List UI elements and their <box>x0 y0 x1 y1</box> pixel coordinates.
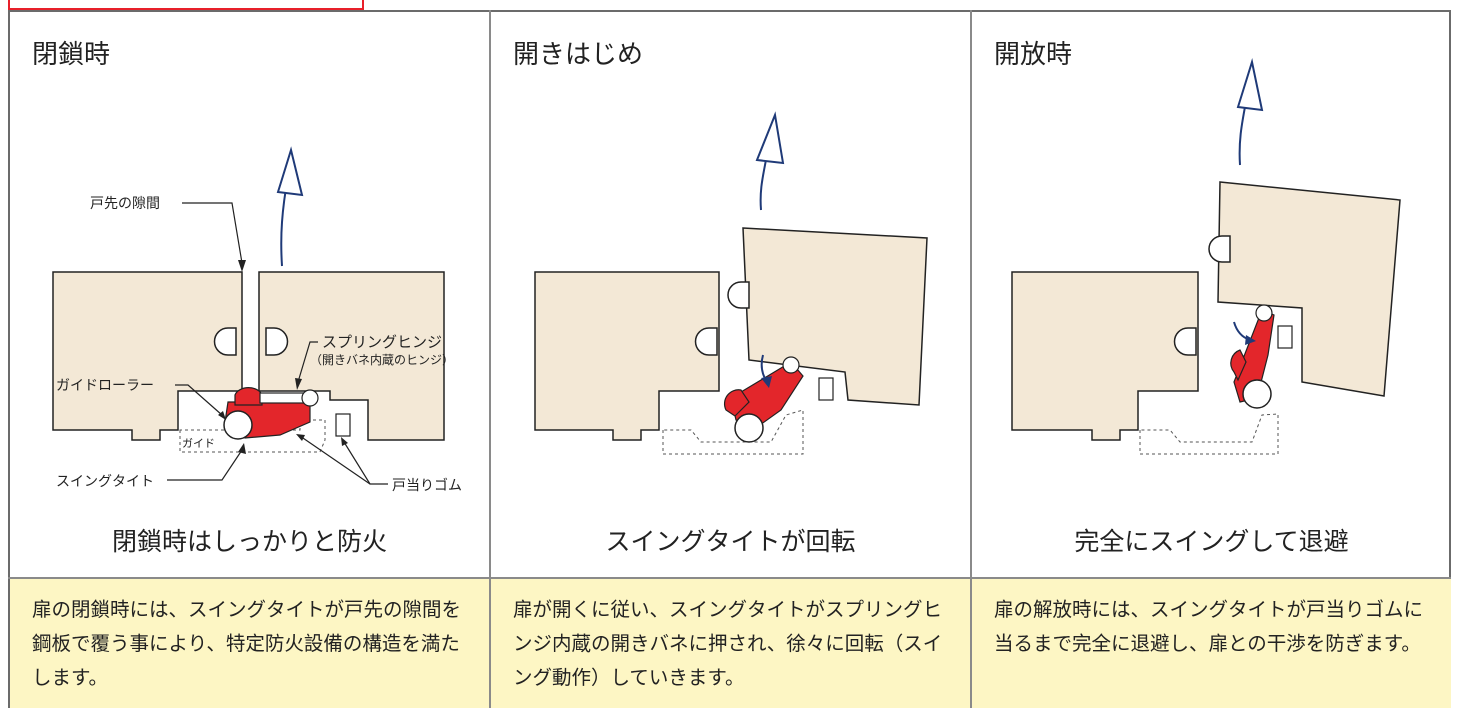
left-frame <box>52 271 243 441</box>
panel-divider <box>970 10 972 708</box>
guide-outline <box>179 419 326 453</box>
panel-caption: 完全にスイングして退避 <box>1074 527 1349 556</box>
hinge-knob-icon <box>265 327 289 356</box>
panel-opening: 開きはじめ スイングタイトが回転 扉が開くに従い、スイングタイトがスプリングヒン… <box>491 10 970 708</box>
opening-state-diagram <box>534 111 928 455</box>
hinge-knob-icon <box>213 327 237 356</box>
door-stop-rubber <box>818 377 834 401</box>
guide-roller-icon <box>734 413 764 443</box>
hinge-knob-icon <box>1208 235 1231 263</box>
hinge-knob-icon <box>727 281 750 309</box>
panel-heading: 閉鎖時 <box>32 40 111 70</box>
label-spring-hinge-note: （開きバネ内蔵のヒンジ） <box>310 353 454 367</box>
label-door-stop: 戸当りゴム <box>392 477 462 494</box>
panel-caption: 閉鎖時はしっかりと防火 <box>111 527 387 556</box>
open-door <box>1217 181 1401 397</box>
panel-divider <box>489 10 491 708</box>
label-gap: 戸先の隙間 <box>90 196 160 212</box>
hinge-knob-icon <box>694 327 718 356</box>
door-stop-rubber <box>335 413 351 437</box>
guide-roller-icon <box>1242 379 1272 409</box>
guide-roller-icon <box>223 410 253 440</box>
right-door <box>258 271 445 441</box>
panel-caption: スイングタイトが回転 <box>605 527 856 556</box>
open-state-diagram <box>1011 58 1401 455</box>
header-accent-tab <box>8 0 364 10</box>
guide-outline <box>662 409 804 455</box>
panel-description: 扉の解放時には、スイングタイトが戸当りゴムに当るまで完全に退避し、扉との干渉を防… <box>972 579 1451 708</box>
panel-heading: 開放時 <box>994 40 1073 70</box>
panel-description: 扉の閉鎖時には、スイングタイトが戸先の隙間を鋼板で覆う事により、特定防火設備の構… <box>10 579 489 708</box>
panel-heading: 開きはじめ <box>513 40 644 70</box>
label-spring-hinge: スプリングヒンジ <box>322 333 442 351</box>
label-guide: ガイド <box>182 437 215 450</box>
door-stop-rubber <box>1277 325 1293 349</box>
hinge-knob-icon <box>1173 327 1197 356</box>
left-frame <box>1011 271 1199 441</box>
diagram-frame <box>8 10 1451 708</box>
description-divider <box>8 577 1451 579</box>
panel-open: 開放時 完全にスイングして退避 扉の解放時には、スイングタイトが戸当りゴムに当る… <box>972 10 1451 708</box>
left-frame <box>534 271 720 441</box>
label-guide-roller: ガイドローラー <box>56 378 154 394</box>
panel-description: 扉が開くに従い、スイングタイトがスプリングヒンジ内蔵の開きバネに押され、徐々に回… <box>491 579 970 708</box>
closed-state-diagram: 戸先の隙間 スプリングヒンジ （開きバネ内蔵のヒンジ） ガイドローラー ガイド … <box>52 146 462 494</box>
label-swing-tight: スイングタイト <box>56 474 154 490</box>
guide-outline <box>1139 413 1279 455</box>
panel-closed: 戸先の隙間 スプリングヒンジ （開きバネ内蔵のヒンジ） ガイドローラー ガイド … <box>10 10 489 708</box>
